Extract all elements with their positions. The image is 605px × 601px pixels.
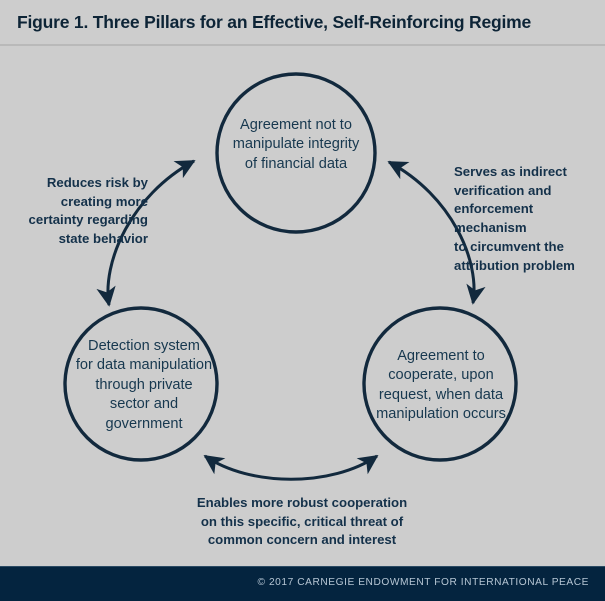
connector-label-right-line-1: Serves as indirect (454, 164, 567, 179)
connector-label-bottom-line-3: common concern and interest (207, 532, 397, 548)
connector-label-left-line-1: Reduces risk by (46, 175, 148, 190)
connector-label-bottom-line-1: Enables more robust cooperation (196, 495, 408, 510)
figure-title: Figure 1. Three Pillars for an Effective… (17, 12, 532, 32)
connector-label-right-line-5: attribution problem (454, 257, 575, 273)
node-circle-top (215, 72, 377, 234)
connector-arrow-bottom (203, 454, 379, 481)
node-label-right: Agreement to cooperate, upon request, wh… (366, 347, 516, 425)
connector-label-left-line-4: state behavior (58, 231, 148, 247)
connector-label-bottom: Enables more robust cooperation on this … (152, 494, 452, 550)
connector-label-bottom-line-2: on this specific, critical threat of (200, 513, 404, 529)
node-label-top-line-1: Agreement not to (240, 117, 352, 133)
connector-label-right-line-2: verification and (454, 182, 552, 198)
footer-bar: © 2017 CARNEGIE ENDOWMENT FOR INTERNATIO… (0, 566, 605, 601)
node-label-right-line-4: manipulation occurs (376, 406, 506, 423)
node-label-top-line-3: of financial data (244, 155, 348, 172)
connector-label-right-line-3: enforcement mechanism (454, 201, 534, 236)
node-label-left-line-3: through private (95, 376, 193, 393)
node-label-left-line-2: for data manipulation (75, 357, 213, 374)
connector-arrow-left (96, 159, 196, 307)
node-label-right-line-3: request, when data (378, 386, 504, 403)
connector-label-right-line-4: to circumvent the (454, 238, 564, 254)
node-label-right-line-1: Agreement to (397, 348, 485, 364)
node-label-left-line-5: government (105, 415, 183, 432)
connector-label-right: Serves as indirect verification and enfo… (454, 163, 599, 275)
node-circle-left (63, 306, 219, 462)
copyright-text: © 2017 CARNEGIE ENDOWMENT FOR INTERNATIO… (257, 577, 589, 588)
node-circle-right (362, 306, 518, 462)
node-label-right-line-2: cooperate, upon (388, 367, 494, 384)
node-label-top: Agreement not to manipulate integrity of… (213, 116, 379, 174)
node-label-left: Detection system for data manipulation t… (68, 337, 220, 434)
title-divider (0, 44, 605, 46)
node-label-left-line-1: Detection system (88, 338, 200, 354)
node-label-left-line-4: sector and (109, 396, 179, 413)
footer-divider (0, 566, 605, 567)
connector-arrow-right (387, 160, 486, 305)
connector-label-left-line-2: creating more (60, 193, 148, 209)
node-label-top-line-2: manipulate integrity (232, 136, 360, 153)
connector-label-left: Reduces risk by creating more certainty … (8, 174, 148, 249)
connector-label-left-line-3: certainty regarding (28, 212, 148, 228)
